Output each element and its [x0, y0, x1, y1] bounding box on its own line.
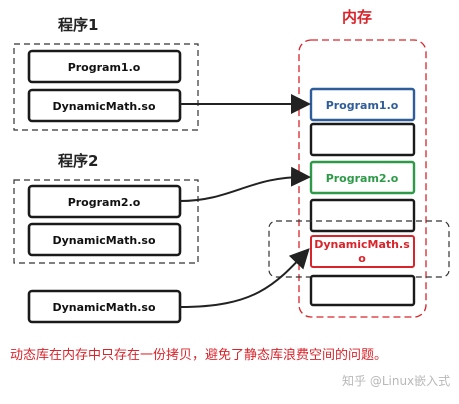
program2-library-box: DynamicMath.so [27, 222, 182, 257]
program1-group [13, 43, 199, 131]
memory-slot-program2: Program2.o [309, 160, 416, 195]
program1-title: 程序1 [58, 16, 98, 34]
standalone-library-box: DynamicMath.so [27, 289, 182, 324]
memory-slot-empty-2 [309, 198, 416, 233]
program2-group [13, 179, 199, 264]
caption-text: 动态库在内存中只存在一份拷贝，避免了静态库浪费空间的问题。 [10, 348, 388, 363]
program2-object-box: Program2.o [27, 184, 182, 219]
memory-slot-empty-1 [309, 122, 416, 157]
arrow-library-to-memory [179, 248, 310, 308]
watermark: 知乎 @Linux嵌入式 [342, 374, 451, 388]
memory-slot-program1-label: Program1.o [326, 99, 399, 112]
arrow-program2-to-memory [179, 166, 311, 202]
program1-library-box: DynamicMath.so [27, 88, 182, 123]
memory-slot-program2-label: Program2.o [326, 172, 399, 185]
memory-slot-dynamicmath-label-1: DynamicMath.s [314, 238, 410, 251]
memory-slot-program1: Program1.o [309, 87, 416, 122]
program1-object-label: Program1.o [68, 61, 141, 74]
program1-library-label: DynamicMath.so [52, 100, 155, 113]
program1-object-box: Program1.o [27, 49, 182, 84]
memory-title: 内存 [342, 8, 372, 26]
memory-slot-empty-3 [309, 274, 416, 307]
memory-slot-dynamicmath-label-2: o [358, 252, 366, 265]
program2-object-label: Program2.o [68, 196, 141, 209]
memory-slot-dynamicmath: DynamicMath.s o [310, 235, 415, 268]
standalone-library-label: DynamicMath.so [52, 301, 155, 314]
program2-title: 程序2 [58, 152, 98, 170]
program2-library-label: DynamicMath.so [52, 234, 155, 247]
